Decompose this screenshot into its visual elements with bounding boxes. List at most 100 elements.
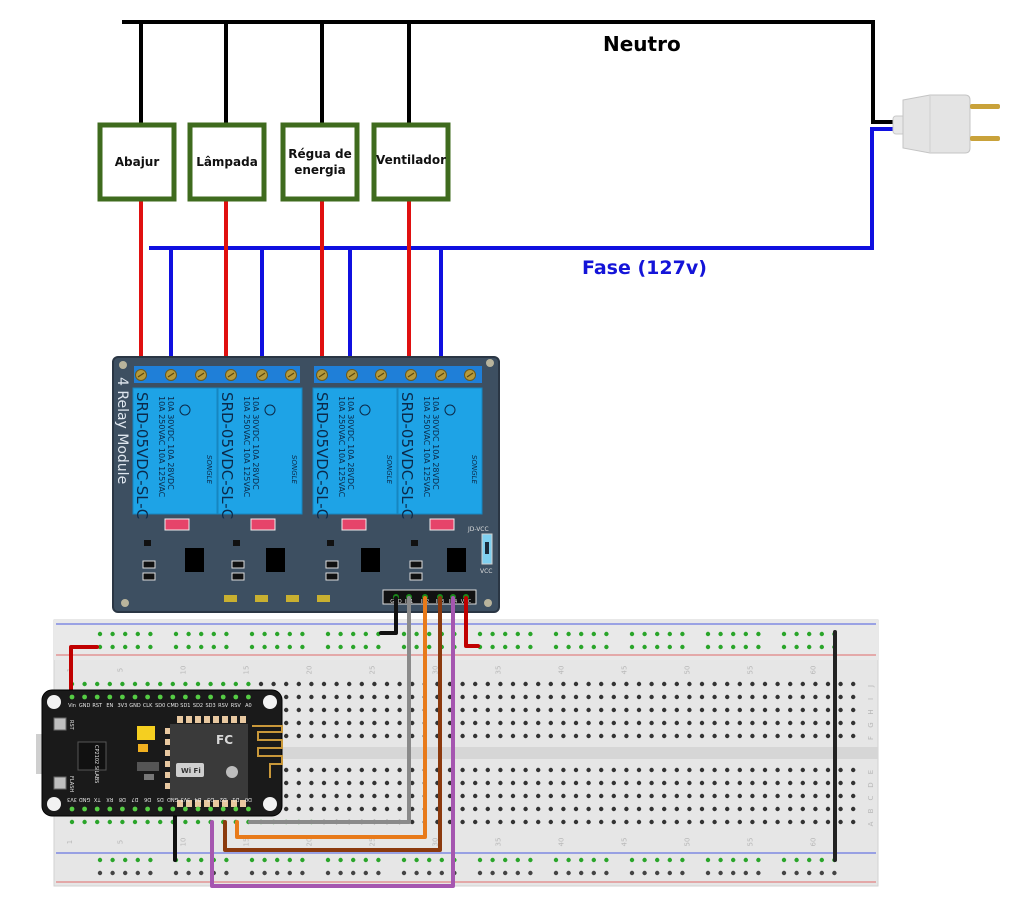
- breadboard-hole: [548, 780, 553, 786]
- breadboard-hole: [813, 707, 818, 713]
- breadboard-hole: [800, 819, 805, 825]
- breadboard-hole: [82, 819, 87, 825]
- breadboard-hole: [825, 793, 831, 799]
- rail-hole: [249, 870, 255, 876]
- breadboard-hole: [762, 707, 768, 713]
- flash-button[interactable]: [53, 776, 67, 790]
- nodemcu-pin-top-sd3[interactable]: [208, 694, 214, 700]
- rail-hole: [376, 870, 381, 876]
- rail-hole: [135, 857, 140, 863]
- rail-hole: [680, 870, 685, 876]
- nodemcu-pin-top-rst[interactable]: [94, 694, 100, 700]
- relay-model: SRD-05VDC-SL-C: [398, 392, 416, 519]
- nodemcu-pin-bottom-d7[interactable]: [132, 806, 138, 812]
- rail-hole: [731, 644, 736, 650]
- breadboard-hole: [296, 694, 301, 700]
- breadboard-hole: [687, 707, 692, 713]
- breadboard-hole: [699, 694, 705, 700]
- breadboard-hole: [775, 707, 780, 713]
- rst-button[interactable]: [53, 717, 67, 731]
- breadboard-hole: [460, 780, 465, 786]
- nodemcu-pin-bottom-d3[interactable]: [208, 806, 214, 812]
- nodemcu-pin-top-en[interactable]: [107, 694, 113, 700]
- row-letter: C: [867, 795, 875, 800]
- rail-hole: [642, 870, 647, 876]
- breadboard-hole: [536, 720, 541, 726]
- nodemcu-pin-bottom-3v3[interactable]: [69, 806, 75, 812]
- breadboard-hole: [107, 681, 113, 687]
- nodemcu-pin-top-sd0[interactable]: [157, 694, 163, 700]
- breadboard-hole: [762, 806, 768, 812]
- breadboard-hole: [775, 819, 780, 825]
- rail-hole: [667, 644, 672, 650]
- nodemcu-pin-bottom-d2[interactable]: [220, 806, 226, 812]
- nodemcu-pin-bottom-d0[interactable]: [246, 806, 251, 812]
- breadboard-hole: [233, 681, 238, 687]
- rail-hole: [528, 870, 533, 876]
- breadboard-hole: [170, 681, 175, 687]
- breadboard-hole: [334, 707, 339, 713]
- breadboard-hole: [473, 694, 478, 700]
- nodemcu-pin-bottom-tx[interactable]: [94, 806, 100, 812]
- breadboard-hole: [573, 733, 579, 739]
- relay-model: SRD-05VDC-SL-C: [133, 392, 151, 519]
- nodemcu-pin-top-clk[interactable]: [145, 694, 151, 700]
- load-label-abajur: Abajur: [115, 155, 160, 169]
- rail-hole: [819, 870, 824, 876]
- breadboard-hole: [309, 780, 314, 786]
- nodemcu-pin-top-gnd[interactable]: [82, 694, 87, 700]
- rail-hole: [680, 644, 685, 650]
- breadboard-hole: [725, 806, 730, 812]
- nodemcu-pin-top-a0[interactable]: [246, 694, 251, 700]
- nodemcu-pin-bottom-d8[interactable]: [120, 806, 125, 812]
- nodemcu-pin-top-vin[interactable]: [69, 694, 75, 700]
- breadboard-hole: [788, 780, 793, 786]
- nodemcu-pin-label: RSV: [231, 703, 242, 709]
- breadboard-hole: [573, 694, 579, 700]
- rail-hole: [427, 644, 432, 650]
- breadboard-hole: [599, 793, 604, 799]
- rail-hole: [781, 870, 787, 876]
- breadboard-hole: [699, 819, 705, 825]
- nodemcu-pin-label: RX: [106, 796, 113, 802]
- relay-rating-2: 10A 30VDC 10A 28VDC: [431, 396, 440, 490]
- nodemcu-pin-bottom-rx[interactable]: [107, 806, 113, 812]
- nodemcu-pin-label: SD2: [193, 703, 203, 709]
- relay-brand: SONGLE: [205, 455, 213, 485]
- breadboard-hole: [548, 806, 553, 812]
- nodemcu-pin-label: D7: [131, 796, 138, 802]
- cqc-mark-icon: [264, 404, 276, 416]
- nodemcu-pin-bottom-d4[interactable]: [195, 806, 201, 812]
- nodemcu-pin-top-3v3[interactable]: [120, 694, 125, 700]
- breadboard-hole: [510, 793, 516, 799]
- breadboard-hole: [510, 733, 516, 739]
- nodemcu-pin-bottom-d1[interactable]: [233, 806, 239, 812]
- nodemcu-pin-top-sd1[interactable]: [183, 694, 188, 700]
- breadboard-hole: [762, 681, 768, 687]
- breadboard-hole: [611, 720, 616, 726]
- nodemcu-pin-top-rsv[interactable]: [233, 694, 239, 700]
- breadboard-hole: [788, 694, 793, 700]
- nodemcu-pin-bottom-gnd[interactable]: [82, 806, 87, 812]
- nodemcu-pin-label: GND: [167, 796, 179, 802]
- breadboard-hole: [813, 681, 818, 687]
- nodemcu-pin-bottom-3v3[interactable]: [183, 806, 188, 812]
- breadboard-hole: [485, 707, 490, 713]
- breadboard-hole: [611, 681, 616, 687]
- rail-hole: [604, 857, 609, 863]
- nodemcu-pin-top-gnd[interactable]: [132, 694, 138, 700]
- nodemcu-pin-bottom-d5[interactable]: [157, 806, 163, 812]
- rail-hole: [338, 870, 343, 876]
- breadboard-hole: [120, 681, 125, 687]
- rail-hole: [148, 631, 153, 637]
- rail-hole: [503, 870, 508, 876]
- nodemcu-pin-top-rsv[interactable]: [220, 694, 226, 700]
- rail-hole: [819, 631, 824, 637]
- rail-hole: [363, 857, 368, 863]
- nodemcu-pin-top-sd2[interactable]: [195, 694, 201, 700]
- breadboard-hole: [788, 819, 793, 825]
- nodemcu-pin-top-cmd[interactable]: [170, 694, 176, 700]
- breadboard-hole: [636, 681, 642, 687]
- nodemcu-pin-bottom-d6[interactable]: [145, 806, 151, 812]
- nodemcu-pin-bottom-gnd[interactable]: [170, 806, 176, 812]
